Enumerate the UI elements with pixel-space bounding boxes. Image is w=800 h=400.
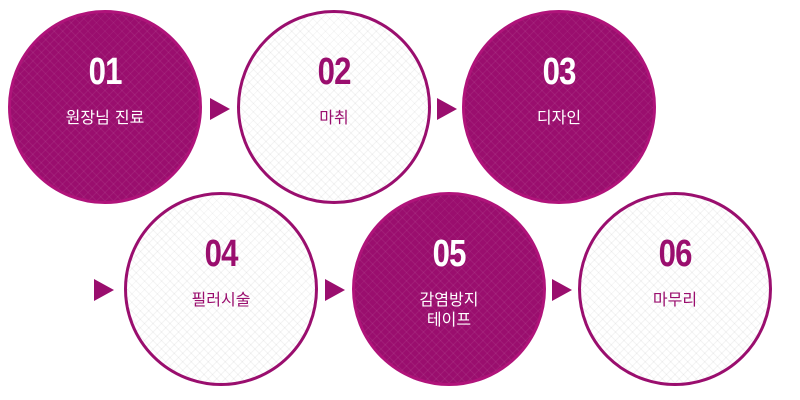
step-number: 05: [432, 233, 466, 275]
right-arrow-icon: [210, 98, 230, 120]
step-number: 02: [317, 51, 351, 93]
step-05: 05 감염방지 테이프: [352, 192, 546, 386]
right-arrow-icon: [94, 279, 114, 301]
step-number: 04: [204, 233, 238, 275]
step-label: 원장님 진료: [65, 108, 145, 127]
step-04: 04 필러시술: [124, 192, 318, 386]
step-number: 06: [658, 233, 692, 275]
step-number: 01: [88, 51, 122, 93]
step-label: 필러시술: [191, 290, 251, 309]
step-02: 02 마취: [237, 10, 431, 204]
right-arrow-icon: [437, 98, 457, 120]
step-label: 감염방지 테이프: [419, 290, 479, 329]
step-03: 03 디자인: [462, 10, 656, 204]
right-arrow-icon: [325, 279, 345, 301]
step-01: 01 원장님 진료: [8, 10, 202, 204]
right-arrow-icon: [552, 279, 572, 301]
step-06: 06 마무리: [578, 192, 772, 386]
step-label: 디자인: [536, 108, 582, 127]
step-number: 03: [542, 51, 576, 93]
step-label: 마취: [319, 108, 349, 127]
step-label: 마무리: [652, 290, 698, 309]
